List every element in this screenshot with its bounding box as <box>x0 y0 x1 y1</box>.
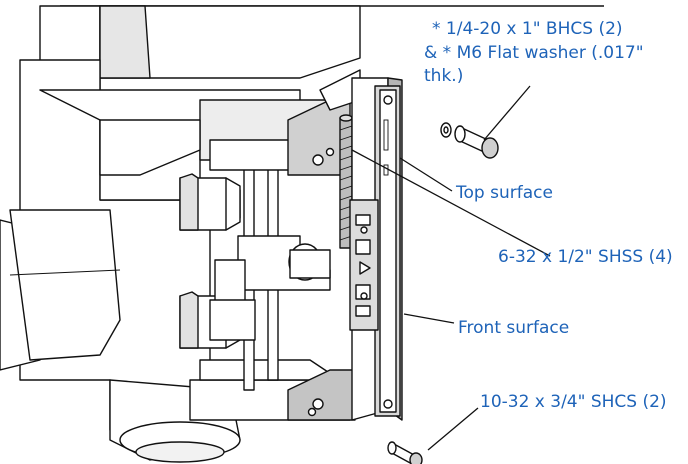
front-surface-leader <box>403 313 455 324</box>
upper-hex-knob <box>179 173 241 231</box>
bhcs-screw <box>440 122 499 159</box>
front-surface-label: Front surface <box>458 318 569 338</box>
linear-scale <box>349 77 403 421</box>
top-surface-label: Top surface <box>455 183 553 203</box>
shss-label: 6-32 x 1/2" SHSS (4) <box>498 247 673 267</box>
bhcs-leader <box>483 85 531 141</box>
bhcs-label-line1: * 1/4-20 x 1" BHCS (2) <box>432 19 623 39</box>
bhcs-label-line3: thk.) <box>424 66 463 86</box>
shcs-screw <box>387 441 423 464</box>
upper-bracket <box>287 69 361 176</box>
shcs-leader <box>427 407 479 451</box>
machine-head <box>0 5 361 463</box>
shss-leader <box>351 149 551 257</box>
shcs-label: 10-32 x 3/4" SHCS (2) <box>480 392 667 412</box>
top-surface-leader <box>399 157 453 192</box>
bhcs-label-line2: & * M6 Flat washer (.017" <box>424 43 644 63</box>
guide-rods <box>209 139 331 391</box>
